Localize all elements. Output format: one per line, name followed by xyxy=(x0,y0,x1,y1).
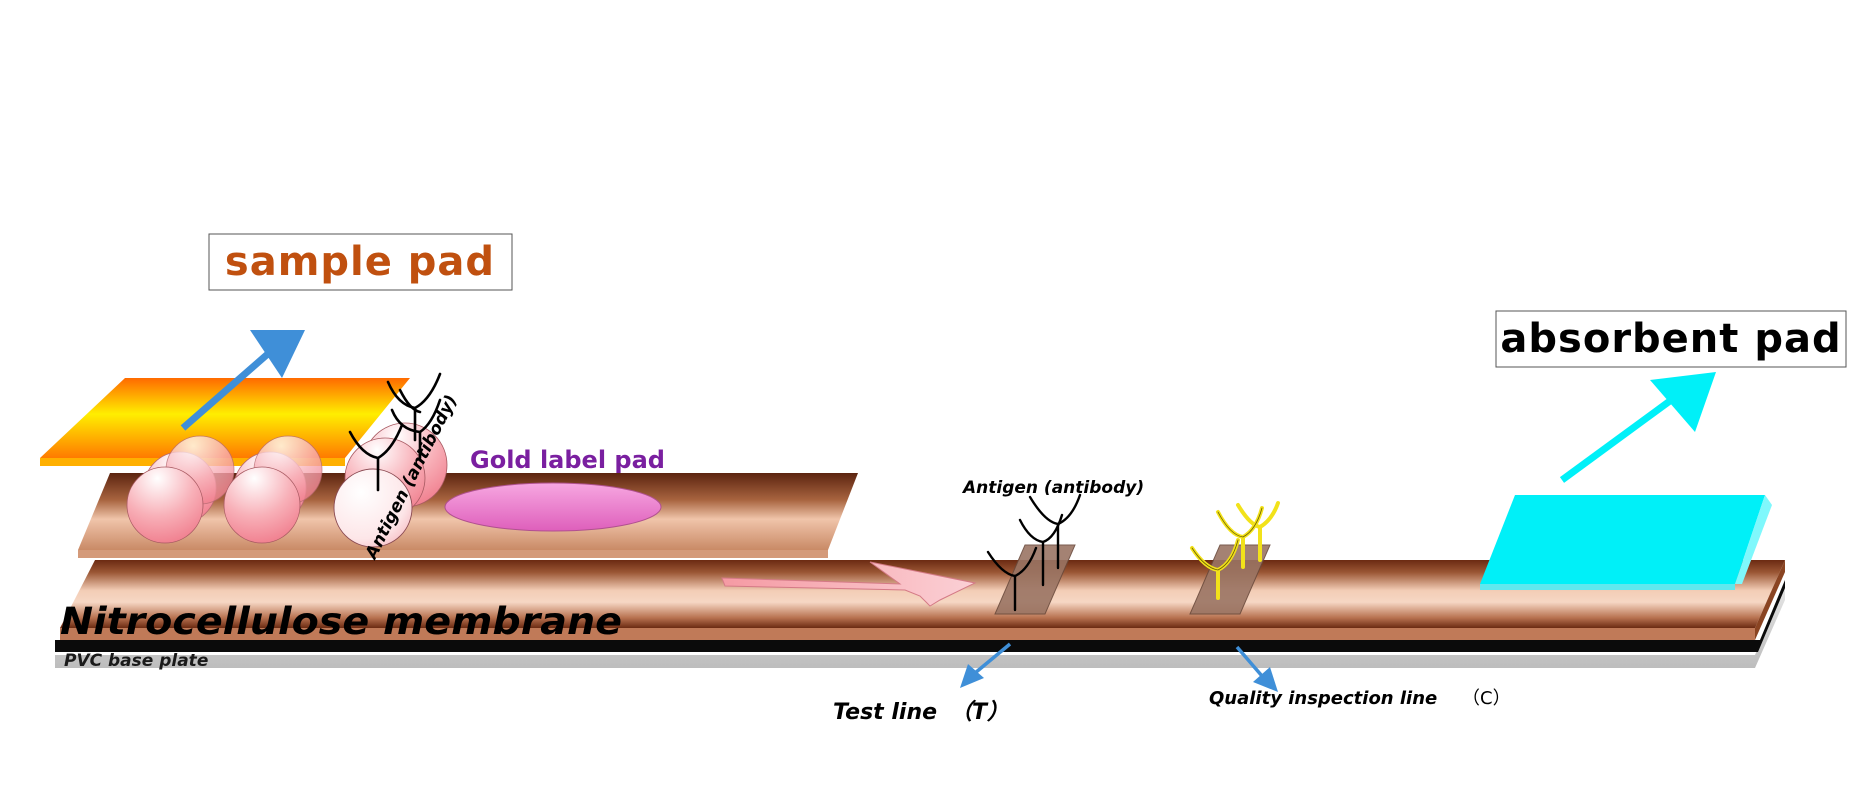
conjugate-ellipse xyxy=(444,482,662,532)
test-line-pointer xyxy=(960,642,1012,688)
capture-antigen-label: Antigen (antibody) xyxy=(961,478,1144,498)
flow-arrow xyxy=(721,561,977,607)
control-line-label-text: Quality inspection line xyxy=(1209,688,1437,709)
conjugate-antibodies xyxy=(348,372,442,492)
pvc-base-label: PVC base plate xyxy=(64,651,208,671)
absorbent-pad-label-box xyxy=(1495,310,1847,368)
sample-pad-pointer xyxy=(180,330,305,431)
control-line-label-code: （C） xyxy=(1462,688,1511,709)
absorbent-pad-pointer xyxy=(1559,372,1716,483)
test-line-label: Test line （T） xyxy=(833,699,1009,725)
control-line-label: Quality inspection line （C） xyxy=(1209,688,1511,709)
test-line xyxy=(986,493,1082,615)
gold-particles xyxy=(126,422,448,548)
gold-label-pad-label: Gold label pad xyxy=(470,446,665,474)
test-line-label-code: （T） xyxy=(950,699,1009,725)
absorbent-pad-label: absorbent pad xyxy=(1500,316,1841,362)
absorbent-pad xyxy=(1480,495,1772,590)
pvc-base-plate xyxy=(55,580,1785,668)
test-line-label-text: Test line xyxy=(833,700,937,725)
control-line-pointer xyxy=(1235,645,1278,692)
membrane-label: Nitrocellulose membrane xyxy=(60,600,622,643)
sample-pad-label: sample pad xyxy=(225,239,495,285)
control-line xyxy=(1189,501,1280,615)
sample-pad-label-box xyxy=(208,233,513,291)
